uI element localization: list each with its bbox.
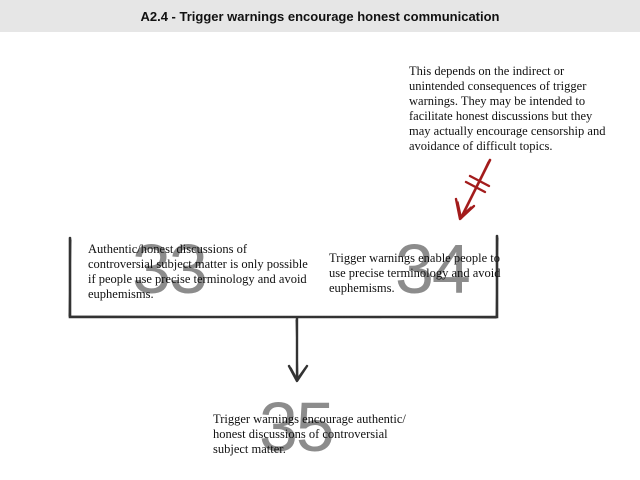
premise-34: 34 Trigger warnings enable people to use… bbox=[329, 234, 509, 304]
premise-33: 33 Authentic/honest discussions of contr… bbox=[88, 234, 308, 304]
support-bracket bbox=[68, 234, 499, 319]
premise-33-number: 33 bbox=[132, 230, 208, 308]
objection-text: This depends on the indirect or unintend… bbox=[409, 64, 606, 153]
conclusion-35-text: Trigger warnings encourage authentic/ ho… bbox=[213, 412, 406, 456]
premise-34-text: Trigger warnings enable people to use pr… bbox=[329, 251, 501, 295]
support-arrow bbox=[287, 316, 309, 383]
conclusion-35-number: 35 bbox=[259, 388, 335, 466]
premise-33-text: Authentic/honest discussions of controve… bbox=[88, 242, 308, 301]
objection-arrow bbox=[454, 158, 492, 221]
diagram-title: A2.4 - Trigger warnings encourage honest… bbox=[140, 8, 500, 24]
conclusion-35: 35 Trigger warnings encourage authentic/… bbox=[213, 392, 413, 462]
title-bar: A2.4 - Trigger warnings encourage honest… bbox=[0, 0, 640, 32]
premise-34-number: 34 bbox=[395, 230, 471, 308]
